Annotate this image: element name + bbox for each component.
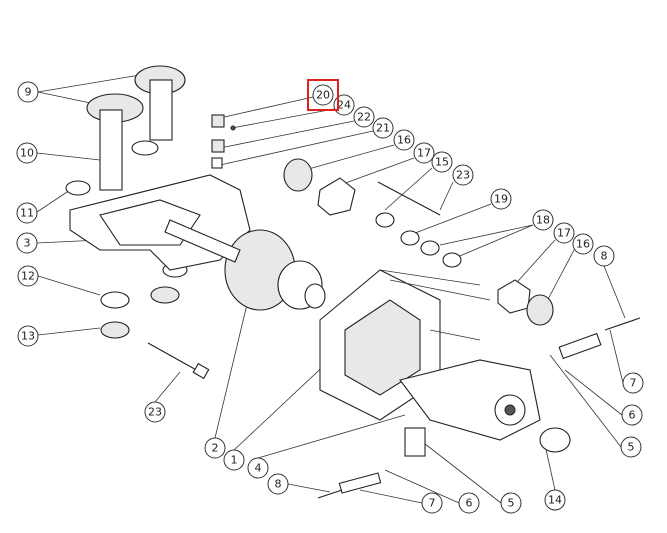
part-gears <box>86 65 186 191</box>
callout-6-bottom: 6 <box>458 492 480 514</box>
callout-20[interactable]: 20 <box>312 84 334 106</box>
callout-7-bottom: 7 <box>421 492 443 514</box>
callout-8-right: 8 <box>593 245 615 267</box>
svg-text:21: 21 <box>376 122 390 135</box>
callout-10: 10 <box>16 142 38 164</box>
svg-text:4: 4 <box>255 462 262 475</box>
callout-14: 14 <box>544 489 566 511</box>
part-small-parts-right <box>317 279 641 499</box>
callout-3: 3 <box>16 232 38 254</box>
callout-17-right: 17 <box>553 222 575 244</box>
callout-23-right: 23 <box>452 164 474 186</box>
callout-19: 19 <box>490 188 512 210</box>
svg-text:3: 3 <box>24 237 31 250</box>
callout-21: 21 <box>372 117 394 139</box>
svg-text:23: 23 <box>148 406 162 419</box>
callout-6-right: 6 <box>621 404 643 426</box>
part-screw-23-left <box>147 342 210 380</box>
callout-15: 15 <box>431 151 453 173</box>
callout-8-bottom: 8 <box>267 473 289 495</box>
svg-text:15: 15 <box>435 156 449 169</box>
svg-text:11: 11 <box>20 207 34 220</box>
callout-13: 13 <box>17 325 39 347</box>
svg-text:18: 18 <box>536 214 550 227</box>
part-brush-holder <box>399 359 571 453</box>
svg-text:16: 16 <box>397 134 411 147</box>
svg-text:17: 17 <box>417 147 431 160</box>
callout-11: 11 <box>16 202 38 224</box>
callout-23-left: 23 <box>144 401 166 423</box>
svg-text:16: 16 <box>576 238 590 251</box>
callout-5-bottom: 5 <box>500 492 522 514</box>
callout-7-right: 7 <box>622 372 644 394</box>
svg-text:10: 10 <box>20 147 34 160</box>
part-washers-left <box>65 180 188 339</box>
svg-text:8: 8 <box>275 478 282 491</box>
svg-text:17: 17 <box>557 227 571 240</box>
callout-1: 1 <box>223 449 245 471</box>
svg-text:12: 12 <box>21 270 35 283</box>
highlight-box <box>307 79 339 111</box>
callout-17-top: 17 <box>413 142 435 164</box>
svg-text:2: 2 <box>212 442 219 455</box>
svg-text:19: 19 <box>494 193 508 206</box>
svg-text:5: 5 <box>508 497 515 510</box>
svg-text:14: 14 <box>548 494 562 507</box>
svg-text:23: 23 <box>456 169 470 182</box>
svg-text:6: 6 <box>629 409 636 422</box>
callout-18: 18 <box>532 209 554 231</box>
part-armature <box>164 219 326 311</box>
callout-4: 4 <box>247 457 269 479</box>
svg-text:9: 9 <box>25 86 32 99</box>
svg-text:7: 7 <box>630 377 637 390</box>
svg-text:22: 22 <box>357 111 371 124</box>
svg-text:5: 5 <box>628 441 635 454</box>
callout-9: 9 <box>17 81 39 103</box>
svg-text:1: 1 <box>231 454 238 467</box>
svg-text:20: 20 <box>316 89 330 102</box>
callout-16-top: 16 <box>393 129 415 151</box>
svg-text:13: 13 <box>21 330 35 343</box>
svg-text:6: 6 <box>466 497 473 510</box>
leader-lines <box>36 74 626 504</box>
callout-5-right: 5 <box>620 436 642 458</box>
callout-16-right: 16 <box>572 233 594 255</box>
svg-text:24: 24 <box>337 99 351 112</box>
callout-12: 12 <box>17 265 39 287</box>
callout-2: 2 <box>204 437 226 459</box>
svg-text:7: 7 <box>429 497 436 510</box>
part-small-parts-top <box>211 114 462 268</box>
callout-22: 22 <box>353 106 375 128</box>
svg-text:8: 8 <box>601 250 608 263</box>
